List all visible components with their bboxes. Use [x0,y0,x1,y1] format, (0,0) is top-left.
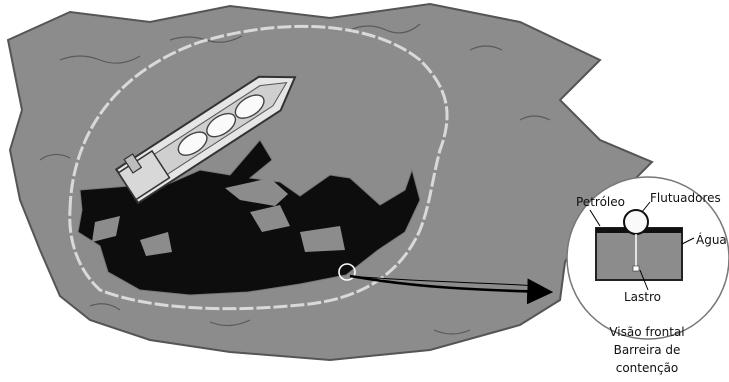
label-petroleo: Petróleo [576,195,625,209]
label-flutuadores: Flutuadores [650,191,721,205]
label-agua: Água [696,232,727,247]
label-lastro: Lastro [624,290,661,304]
caption-line-3: contenção [616,361,679,375]
ballast-weight [633,266,639,271]
caption-line-1: Visão frontal [609,325,684,339]
float-icon [624,210,648,234]
caption-line-2: Barreira de [614,343,681,357]
water-block [596,228,682,280]
